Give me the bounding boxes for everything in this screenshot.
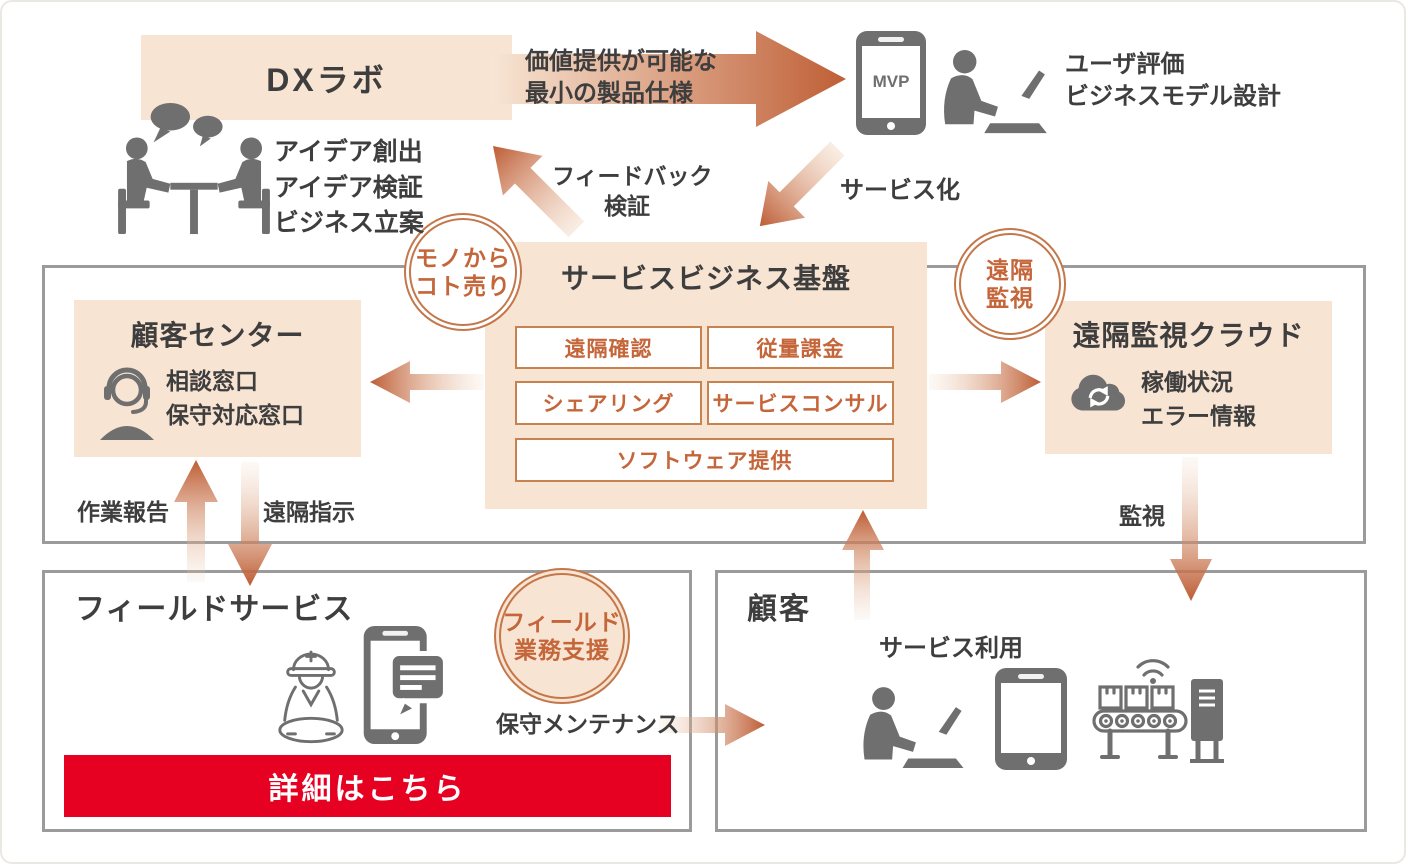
customer-person-laptop-icon	[863, 687, 964, 769]
badge-field-support: フィールド 業務支援	[494, 568, 630, 704]
phone-speaker	[878, 37, 904, 42]
user-eval-notes: ユーザ評価 ビジネスモデル設計	[1065, 51, 1281, 111]
arrow-feedback	[470, 123, 597, 250]
dx-lab-notes: アイデア創出 アイデア検証 ビジネス立案	[274, 138, 425, 237]
arrow-servicize	[739, 129, 858, 248]
arrow-monitoring-down	[1170, 457, 1212, 601]
service-use-label: サービス利用	[879, 635, 1023, 662]
customer-phone-icon	[995, 668, 1067, 770]
headset-operator-icon	[100, 367, 154, 440]
remote-cloud-title: 遠隔監視クラウド	[1072, 320, 1305, 351]
arrow-value-spec	[490, 31, 846, 127]
platform-item-remote-check: 遠隔確認	[515, 326, 702, 369]
servicize-label: サービス化	[840, 177, 960, 204]
meeting-icon	[118, 102, 270, 235]
dx-lab-title: DXラボ	[266, 61, 387, 98]
arrow-remote-instruction-down	[228, 462, 272, 586]
phone-home-button	[887, 122, 895, 130]
customer-title: 顧客	[747, 593, 811, 626]
maintenance-label: 保守メンテナンス	[496, 711, 680, 737]
iot-conveyor-icon	[1092, 659, 1224, 763]
field-service-title: フィールドサービス	[75, 593, 354, 626]
person-laptop-icon	[944, 49, 1047, 134]
dx-lab-box: DXラボ	[141, 35, 512, 120]
customer-center-title: 顧客センター	[130, 320, 305, 351]
mvp-phone-icon: MVP	[856, 31, 926, 135]
remote-instruction-label: 遠隔指示	[263, 499, 355, 525]
remote-cloud-box: 遠隔監視クラウド 稼働状況 エラー情報	[1045, 301, 1332, 454]
field-worker-icon	[278, 650, 344, 744]
work-report-label: 作業報告	[77, 499, 169, 525]
platform-item-service-consulting: サービスコンサル	[707, 381, 894, 425]
platform-item-sharing: シェアリング	[515, 381, 702, 425]
phone-speaker	[1018, 674, 1044, 679]
phone-chat-icon	[363, 625, 448, 745]
cloud-sync-icon	[1071, 374, 1126, 411]
service-platform-title: サービスビジネス基盤	[560, 263, 851, 294]
badge-remote-monitor: 遠隔 監視	[954, 228, 1066, 340]
arrow-customer-to-platform-up	[842, 510, 884, 620]
value-spec-label: 価値提供が可能な 最小の製品仕様	[525, 48, 717, 108]
arrow-maintenance-right	[659, 704, 765, 746]
platform-item-metered-billing: 従量課金	[707, 326, 894, 369]
feedback-label: フィードバック 検証	[552, 163, 713, 219]
arrow-platform-to-customer-center	[370, 361, 484, 403]
monitoring-label: 監視	[1119, 503, 1165, 529]
mvp-label: MVP	[872, 72, 910, 91]
customer-center-notes: 相談窓口 保守対応窓口	[166, 368, 304, 429]
arrow-work-report-up	[174, 460, 218, 582]
details-cta-button[interactable]: 詳細はこちら	[64, 755, 671, 817]
remote-cloud-notes: 稼働状況 エラー情報	[1141, 369, 1256, 430]
phone-home-button	[1027, 757, 1035, 765]
platform-item-software-delivery: ソフトウェア提供	[515, 438, 894, 482]
arrow-platform-to-remote-cloud	[929, 361, 1041, 403]
customer-center-box: 顧客センター 相談窓口 保守対応窓口	[74, 300, 361, 457]
service-platform-box: サービスビジネス基盤 遠隔確認 従量課金 シェアリング サービスコンサル ソフト…	[485, 242, 927, 509]
badge-mono-koto: モノから コト売り	[404, 213, 522, 331]
